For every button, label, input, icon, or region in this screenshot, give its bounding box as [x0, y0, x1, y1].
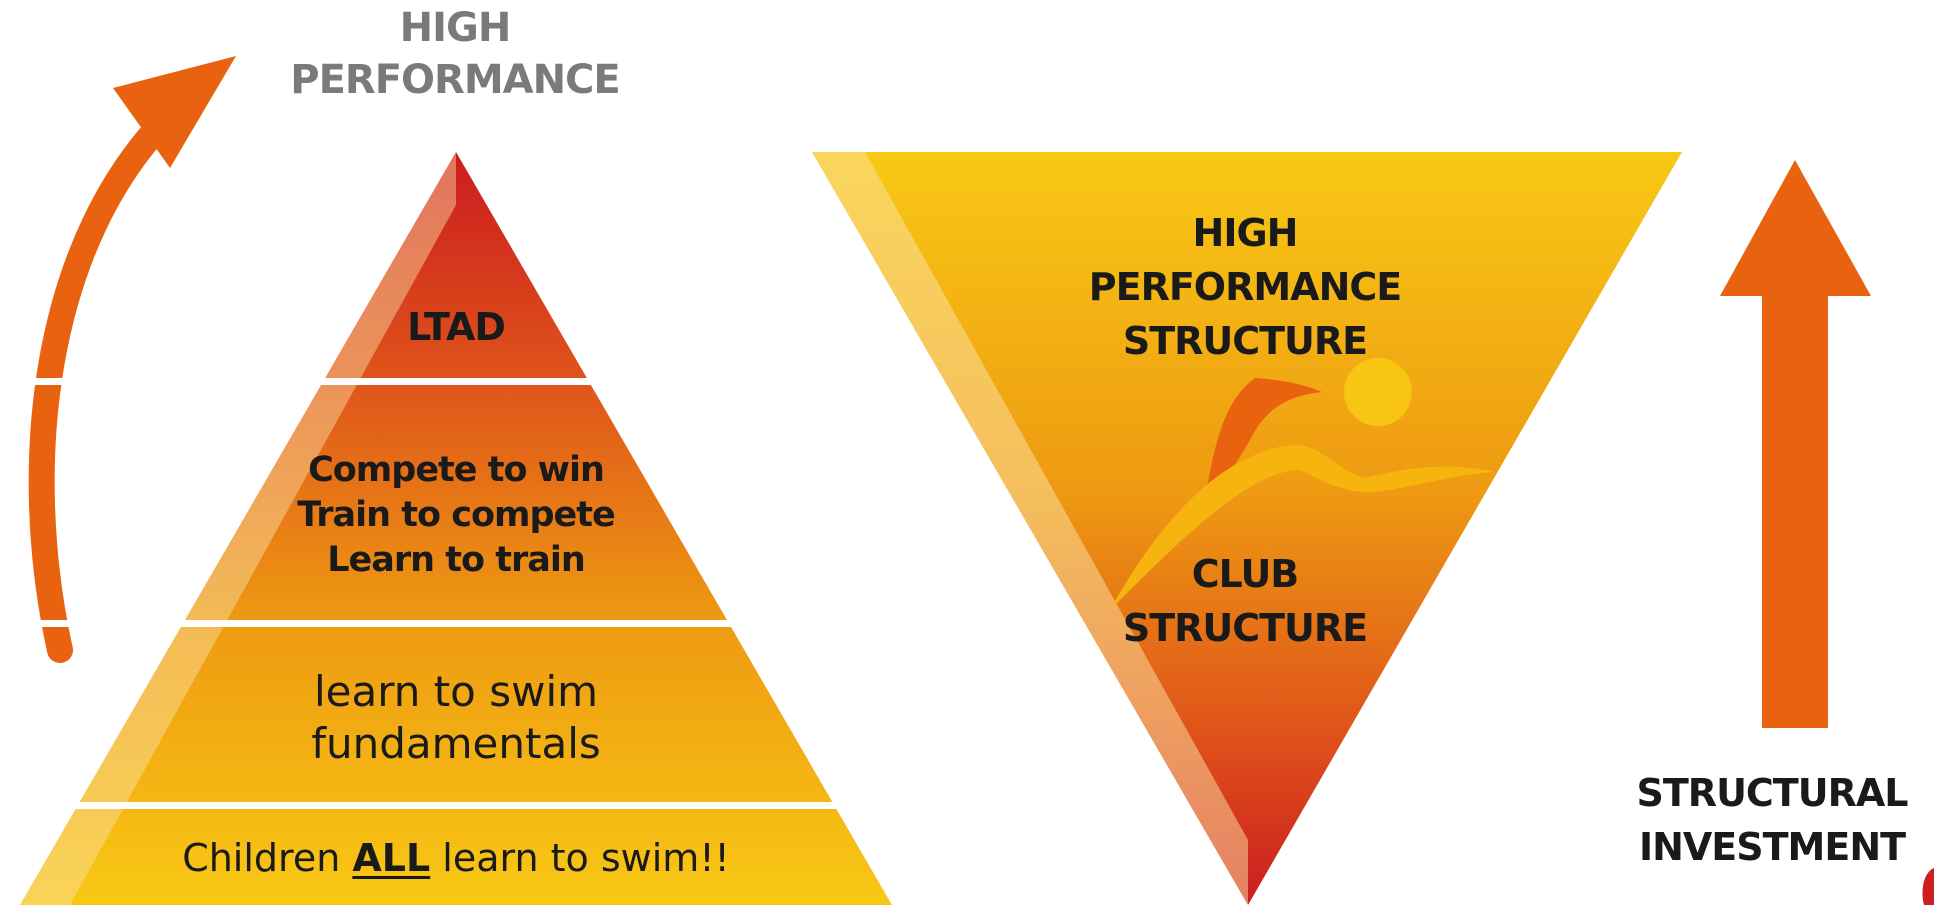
left-heading: HIGH PERFORMANCE: [255, 2, 655, 106]
pyramid-shape: [20, 152, 892, 905]
tier-children-emphasis: ALL: [352, 836, 431, 880]
swimmer-logo-icon: [1110, 358, 1495, 610]
club-structure-label: CLUB STRUCTURE: [1065, 547, 1425, 655]
club-line-1: CLUB: [1191, 552, 1300, 596]
tier-fundamentals-line-1: learn to swim: [313, 667, 599, 716]
tier-compete-line-1: Compete to win: [308, 450, 605, 490]
tier-children: Children ALL learn to swim!!: [96, 833, 816, 883]
hps-line-2: PERFORMANCE: [1088, 265, 1402, 309]
tier-compete-line-2: Train to compete: [297, 495, 616, 535]
tier-fundamentals: learn to swim fundamentals: [206, 666, 706, 770]
club-line-2: STRUCTURE: [1122, 606, 1368, 650]
corner-mark: [1922, 868, 1934, 905]
up-arrow-icon: [1720, 160, 1871, 728]
tier-divider: [0, 802, 900, 809]
left-heading-line-1: HIGH: [399, 5, 512, 51]
tier-divider: [0, 620, 900, 627]
tier-compete: Compete to win Train to compete Learn to…: [236, 448, 676, 583]
si-line-2: INVESTMENT: [1638, 825, 1906, 869]
tier-compete-line-3: Learn to train: [327, 540, 586, 580]
tier-children-line: Children ALL learn to swim!!: [96, 833, 816, 883]
tier-fundamentals-line-2: fundamentals: [311, 719, 601, 768]
inverted-triangle: [812, 152, 1682, 905]
hps-line-1: HIGH: [1192, 211, 1299, 255]
structural-investment-label: STRUCTURAL INVESTMENT: [1614, 766, 1930, 874]
tier-ltad-label: LTAD: [407, 305, 506, 349]
tier-children-prefix: Children: [182, 836, 353, 880]
left-heading-line-2: PERFORMANCE: [290, 57, 621, 103]
tier-divider: [0, 378, 900, 385]
high-performance-structure-label: HIGH PERFORMANCE STRUCTURE: [1040, 206, 1450, 368]
tier-children-suffix: learn to swim!!: [430, 836, 730, 880]
curved-arrow-icon: [28, 56, 236, 663]
si-line-1: STRUCTURAL: [1636, 771, 1909, 815]
tier-ltad: LTAD: [306, 304, 606, 350]
inverted-triangle-shape: [812, 152, 1682, 905]
hps-line-3: STRUCTURE: [1122, 319, 1368, 363]
pyramid: [0, 152, 900, 905]
